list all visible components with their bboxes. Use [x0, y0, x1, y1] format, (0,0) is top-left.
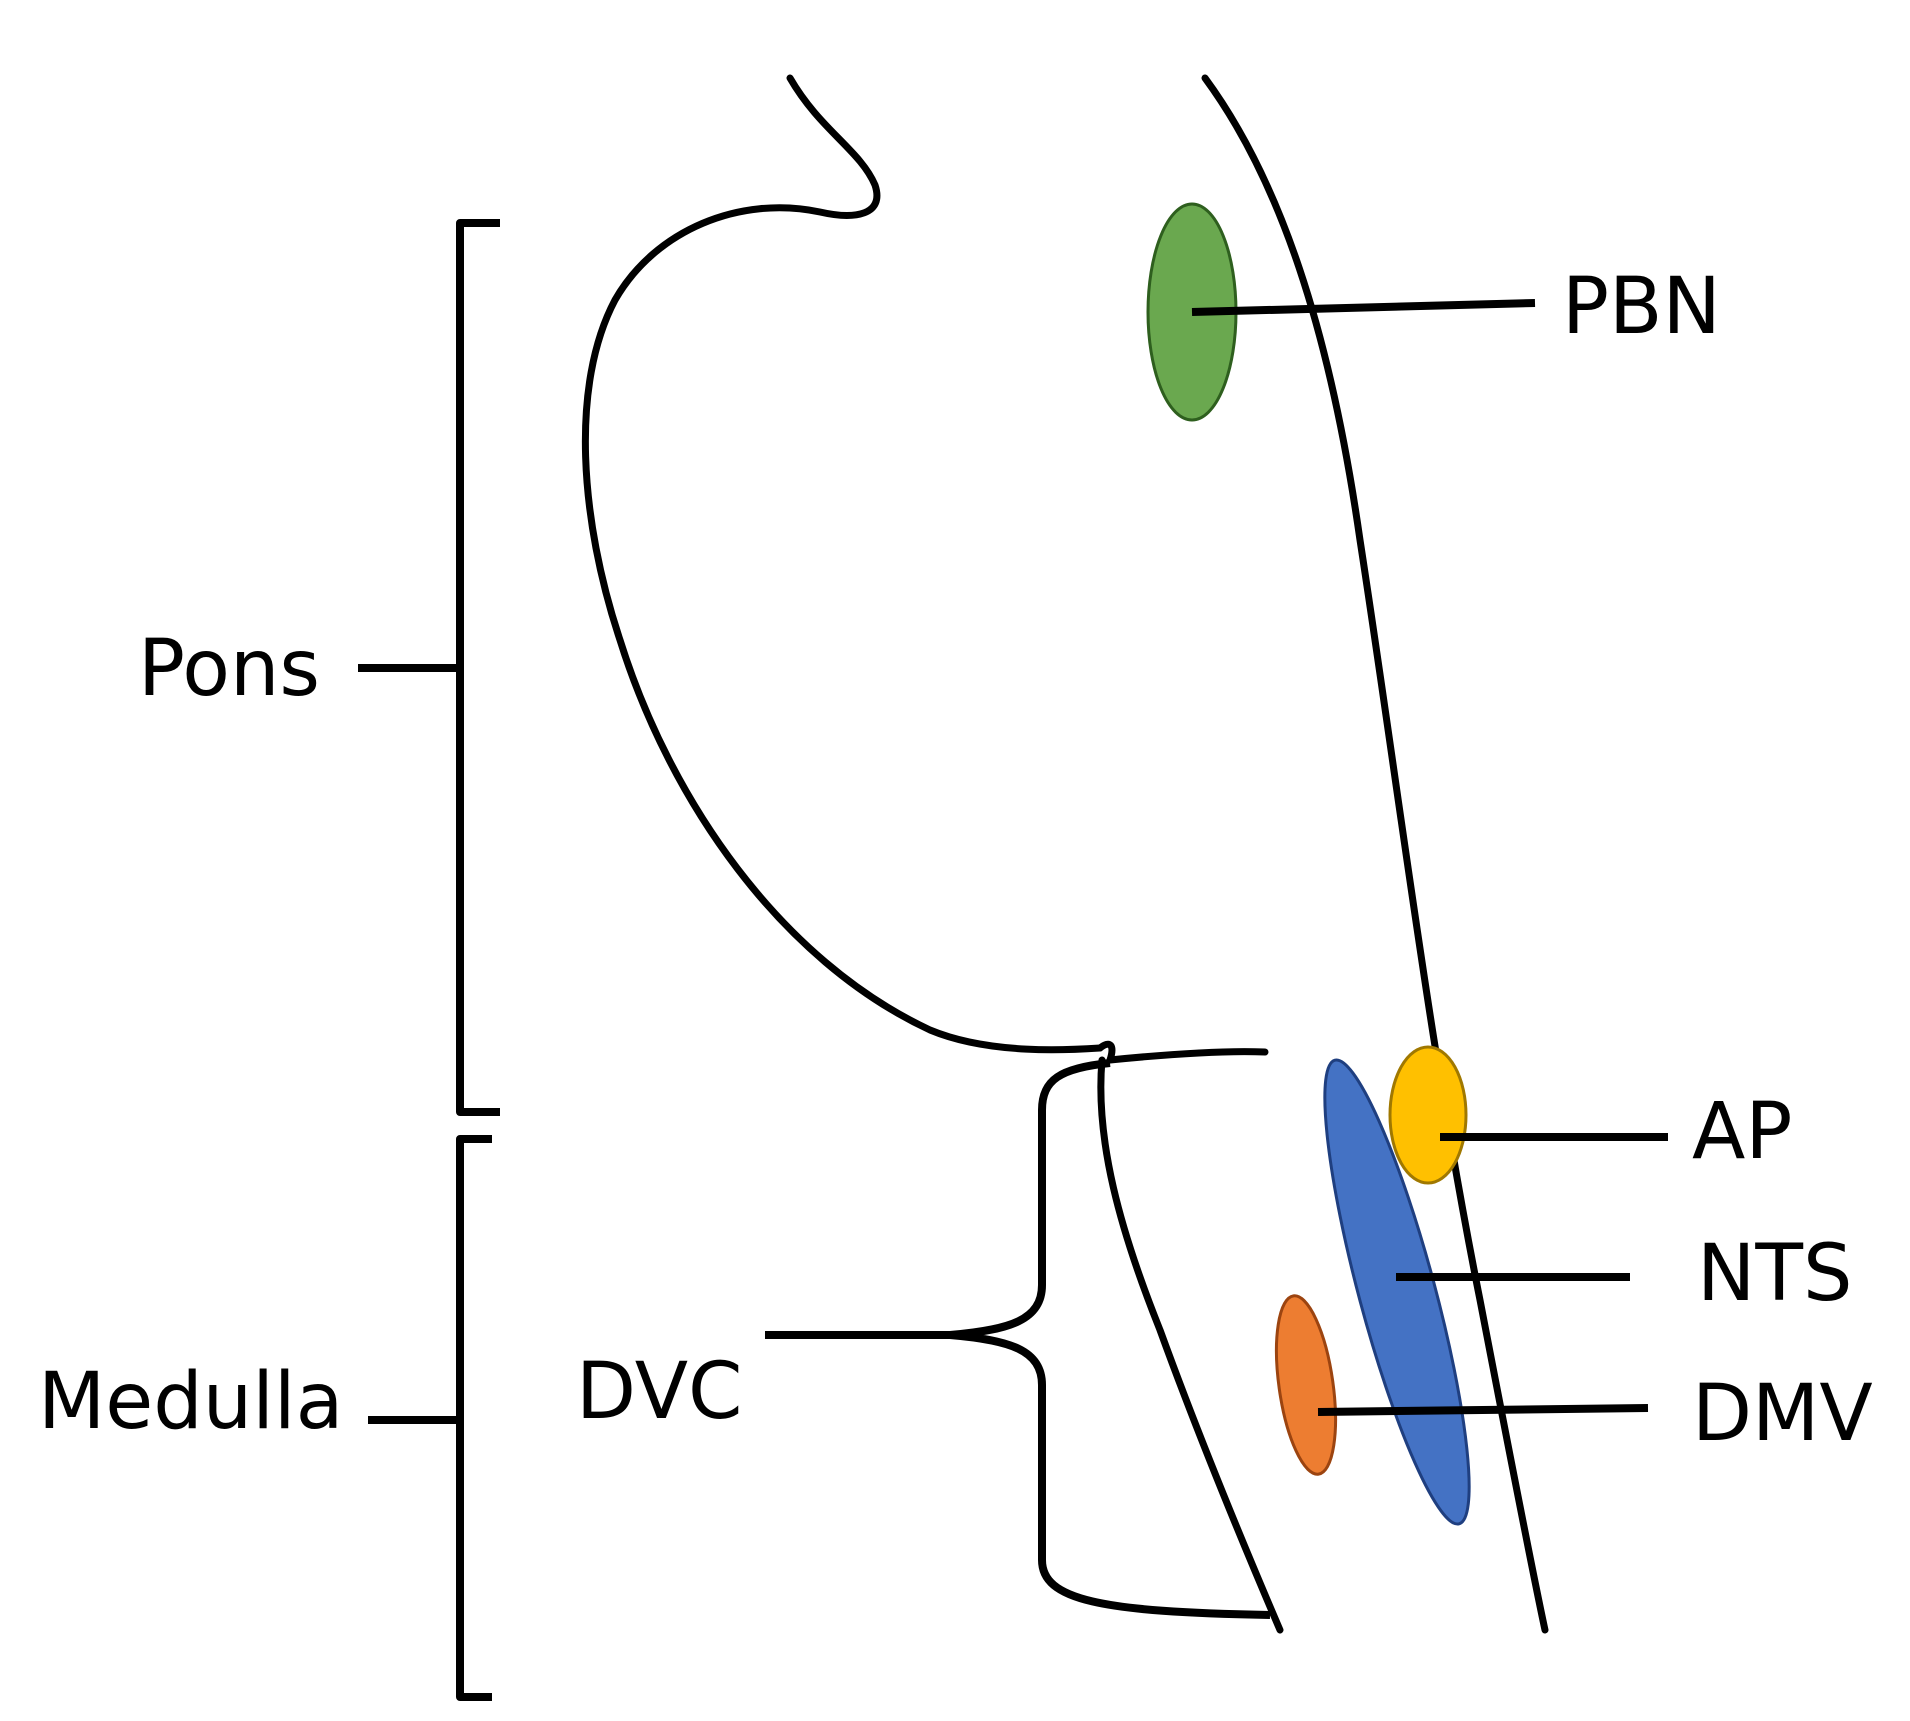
- pons-medulla-junction: [1096, 1040, 1269, 1064]
- pbn-label: PBN: [1562, 262, 1721, 352]
- pons-bracket: [456, 219, 500, 1116]
- ventricle-floor-line: [1097, 1056, 1284, 1634]
- dmv-label: DMV: [1692, 1369, 1873, 1459]
- dmv-leader: [1317, 1404, 1649, 1416]
- nts-label: NTS: [1697, 1229, 1853, 1319]
- ap-label: AP: [1692, 1087, 1792, 1177]
- ap-nucleus: [1388, 1045, 1468, 1185]
- pons-label: Pons: [138, 624, 320, 714]
- dorsal-surface-line: [1201, 74, 1549, 1634]
- dmv-nucleus: [1274, 1294, 1338, 1476]
- dvc-brace: [765, 1059, 1271, 1619]
- dvc-label: DVC: [576, 1347, 743, 1437]
- medulla-bracket: [456, 1135, 492, 1701]
- pbn-leader: [1191, 299, 1536, 316]
- pons-outline: [581, 74, 1104, 1054]
- medulla-label: Medulla: [38, 1357, 343, 1447]
